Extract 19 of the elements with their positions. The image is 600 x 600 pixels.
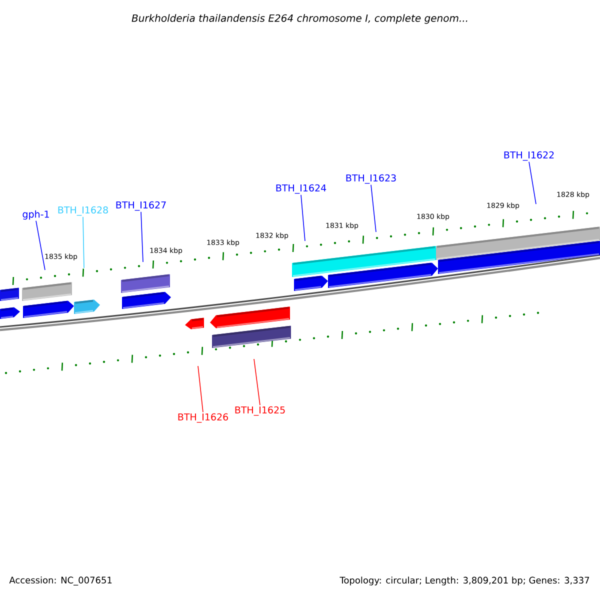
leader-line <box>300 194 306 242</box>
gene-label: BTH_I1624 <box>276 184 326 194</box>
gene-label: gph-1 <box>22 210 49 220</box>
footer-text: Accession: NC_007651 <box>9 576 112 586</box>
leader-line <box>36 220 46 270</box>
gene-label: BTH_I1625 <box>235 406 285 416</box>
gene-label: BTH_I1622 <box>504 151 554 161</box>
gene-label: BTH_I1627 <box>116 201 166 211</box>
leader-line <box>370 184 376 232</box>
gene-label: BTH_I1623 <box>346 174 396 184</box>
footer-text: Topology: circular; Length: 3,809,201 bp; Genes: 3,337 <box>340 576 590 586</box>
leader-line <box>82 216 84 268</box>
gene-label: BTH_I1628 <box>58 206 108 216</box>
gene-label: BTH_I1626 <box>178 413 228 423</box>
leader-line <box>528 161 536 204</box>
leader-line <box>140 211 144 262</box>
leader-line <box>198 366 204 413</box>
title: Burkholderia thailandensis E264 chromosome I, complete genom... <box>132 14 468 24</box>
leader-line <box>254 358 260 406</box>
